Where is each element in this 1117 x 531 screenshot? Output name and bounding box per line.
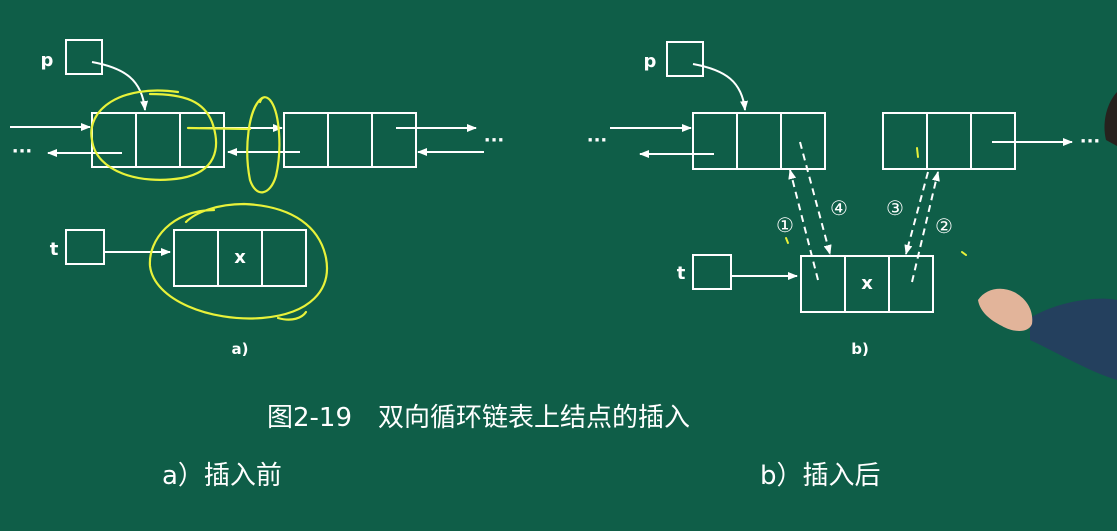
new-node-a bbox=[173, 229, 307, 287]
relink-arrow-2 bbox=[911, 171, 940, 283]
relink-arrows bbox=[788, 141, 940, 283]
subcaption-b: b）插入后 bbox=[760, 461, 881, 491]
ellipsis-left-b: ··· bbox=[587, 130, 608, 151]
pointer-p-label-b: p bbox=[644, 51, 657, 72]
pointer-t-box-a bbox=[65, 229, 105, 265]
highlight-ellipse-newnode bbox=[148, 202, 329, 320]
presenter-head-edge bbox=[1104, 92, 1117, 146]
pointer-t-label-a: t bbox=[50, 239, 59, 260]
node-value-b: x bbox=[861, 273, 873, 294]
presenter-hand bbox=[978, 288, 1033, 331]
relink-arrow-4 bbox=[799, 141, 832, 255]
ellipsis-right-b: ··· bbox=[1080, 131, 1101, 152]
diagram-b-caption: b) bbox=[851, 340, 869, 358]
highlight-ellipse-link bbox=[246, 96, 281, 194]
highlight-tail bbox=[276, 310, 308, 321]
node-value-a: x bbox=[234, 247, 246, 268]
step-1-label: ① bbox=[776, 213, 794, 237]
pointer-p-box-a bbox=[65, 39, 103, 75]
presenter-sleeve bbox=[1030, 298, 1117, 380]
pointer-p-arrow-b bbox=[692, 63, 749, 111]
subcaption-a: a）插入前 bbox=[162, 461, 282, 491]
pointer-p-box-b bbox=[666, 41, 704, 77]
highlight-annotations bbox=[90, 89, 329, 321]
figure-title: 图2-19 双向循环链表上结点的插入 bbox=[267, 403, 691, 433]
pointer-t-label-b: t bbox=[677, 263, 686, 284]
step-4-label: ④ bbox=[830, 196, 848, 220]
diagram-b-text: p t x ··· ··· ① ④ ③ ② b) bbox=[587, 51, 1101, 358]
node-a-1 bbox=[91, 112, 225, 168]
ellipsis-right-a: ··· bbox=[484, 130, 505, 151]
relink-arrow-3 bbox=[904, 171, 929, 255]
relink-arrow-1 bbox=[788, 169, 819, 281]
pointer-p-label-a: p bbox=[41, 50, 54, 71]
diagram-a-caption: a) bbox=[232, 340, 249, 358]
highlight-ticks-b bbox=[785, 147, 967, 256]
highlight-ellipse-node bbox=[90, 89, 218, 181]
pointer-t-box-b bbox=[692, 254, 732, 290]
step-2-label: ② bbox=[935, 214, 953, 238]
diagram-a-text: p t x ··· ··· a) bbox=[12, 50, 505, 358]
pointer-p-arrow-a bbox=[91, 61, 149, 111]
node-a-2 bbox=[283, 112, 417, 168]
diagram-b bbox=[610, 41, 1073, 313]
new-node-b bbox=[800, 255, 934, 313]
ellipsis-left-a: ··· bbox=[12, 141, 33, 162]
node-b-1 bbox=[692, 112, 826, 170]
presenter-figure bbox=[978, 92, 1117, 380]
step-3-label: ③ bbox=[886, 196, 904, 220]
highlight-arrow-stroke bbox=[186, 126, 252, 131]
